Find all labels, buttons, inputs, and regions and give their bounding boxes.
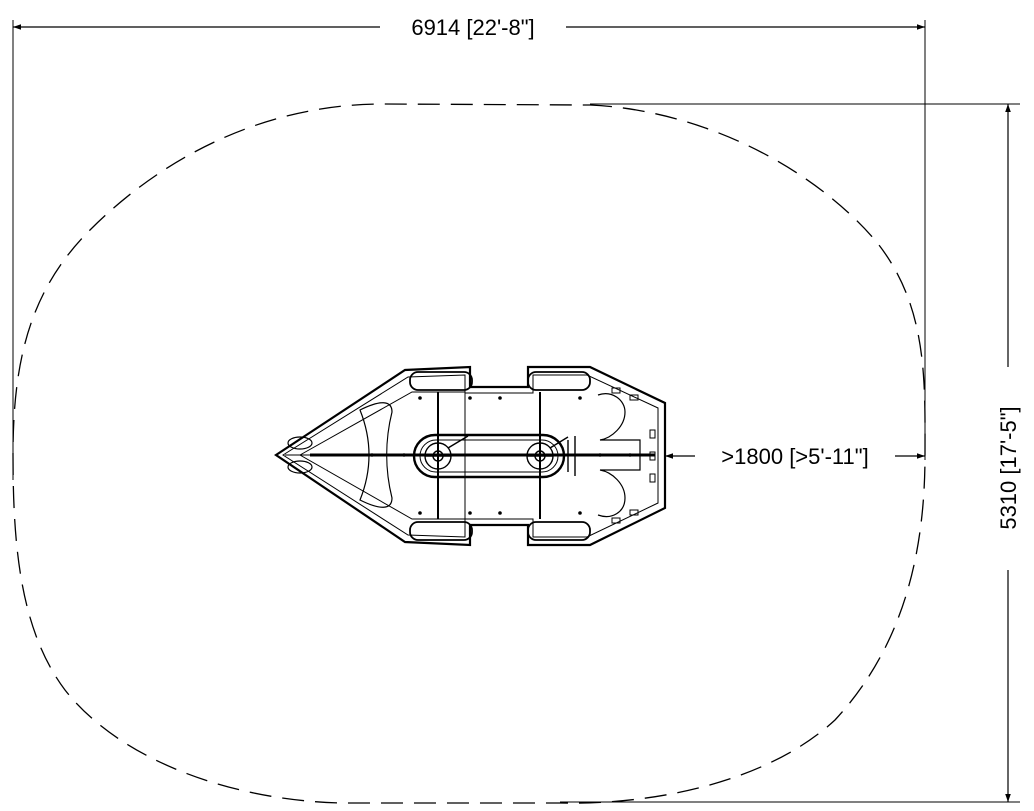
safety-zone-outline bbox=[12, 103, 926, 804]
width-dimension-label: 6914 [22'-8"] bbox=[411, 15, 534, 40]
width-dimension: 6914 [22'-8"] bbox=[13, 15, 925, 40]
height-dimension: 5310 [17'-5"] bbox=[996, 104, 1021, 802]
clearance-dimension-label: >1800 [>5'-11"] bbox=[721, 444, 868, 469]
clearance-dimension: >1800 [>5'-11"] bbox=[665, 444, 925, 469]
boat-equipment bbox=[274, 365, 667, 547]
height-dimension-label: 5310 [17'-5"] bbox=[996, 406, 1021, 529]
